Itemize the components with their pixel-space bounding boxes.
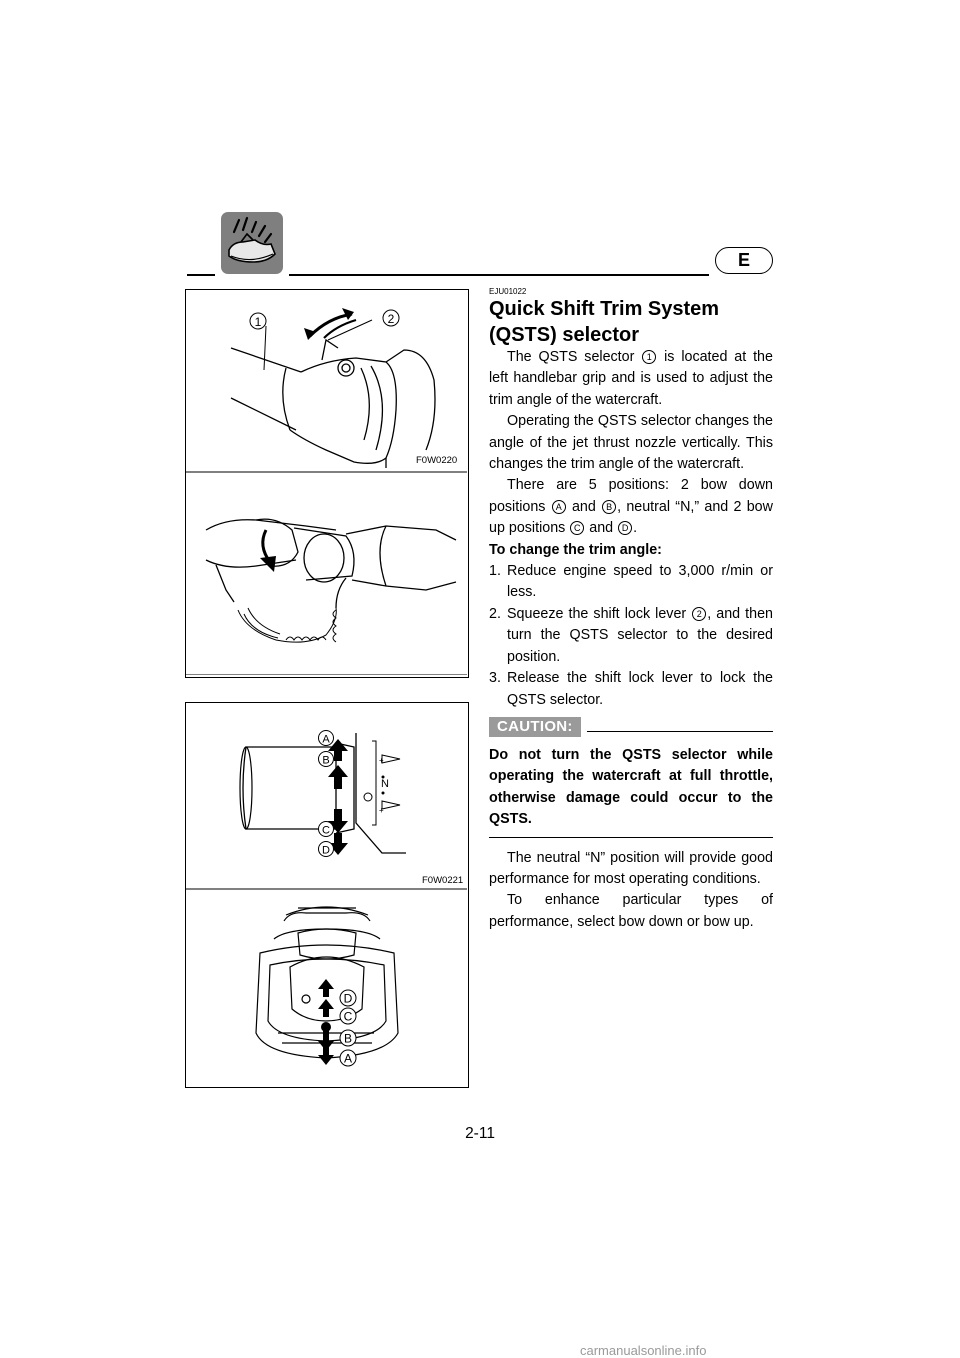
- ref-D: D: [618, 521, 633, 536]
- jet-ski-spray-icon: [228, 216, 276, 263]
- step-1: 1.Reduce engine speed to 3,000 r/min or …: [489, 563, 773, 601]
- caution-rule: [586, 731, 773, 733]
- position-C: C: [322, 825, 330, 837]
- steps-list: 1.Reduce engine speed to 3,000 r/min or …: [489, 561, 773, 711]
- doc-code: EJU01022: [489, 287, 527, 296]
- paragraph-2: Operating the QSTS selector changes the …: [489, 413, 773, 473]
- caution-end-rule: [489, 836, 773, 838]
- caution-badge: CAUTION:: [489, 716, 581, 737]
- position-B: B: [322, 755, 329, 767]
- caution-header: CAUTION:: [489, 716, 773, 737]
- callout-2: 2: [388, 312, 395, 326]
- figure-code-2: F0W0221: [422, 875, 463, 886]
- header-rule-left: [187, 274, 215, 276]
- paragraph-3: There are 5 positions: 2 bow down positi…: [489, 477, 773, 537]
- ref-2: 2: [692, 606, 707, 621]
- boat-position-C: C: [344, 1010, 353, 1024]
- paragraph-1: The QSTS selector 1 is located at the le…: [489, 349, 773, 408]
- figure-box-top: 1 2 F0W0220: [185, 289, 469, 678]
- boat-position-A: A: [344, 1052, 352, 1066]
- step-2: 2.Squeeze the shift lock lever 2, and th…: [489, 605, 773, 665]
- boat-position-B: B: [344, 1032, 352, 1046]
- paragraph-4: The neutral “N” position will provide go…: [489, 849, 773, 887]
- page-number: 2-11: [465, 1125, 495, 1142]
- position-A: A: [322, 734, 330, 746]
- header-rule-mid: [289, 274, 709, 276]
- watermark: carmanualsonline.info: [580, 1343, 707, 1358]
- steps-heading: To change the trim angle:: [489, 541, 662, 558]
- figure-code-1: F0W0220: [416, 455, 457, 466]
- neutral-label: N: [381, 778, 389, 790]
- section-title: Quick Shift Trim System (QSTS) selector: [489, 298, 720, 346]
- figure-trim-positions: + + N A B C D F0W0221: [186, 730, 467, 1067]
- position-D: D: [322, 845, 330, 857]
- body-column: The QSTS selector 1 is located at the le…: [489, 347, 773, 933]
- section-icon: [221, 212, 283, 274]
- paragraph-5: To enhance particular types of performan…: [489, 892, 773, 930]
- ref-C: C: [570, 521, 585, 536]
- ref-A: A: [551, 499, 566, 514]
- figure-handlebar-grip: 1 2 F0W0220: [186, 308, 467, 675]
- step-3: 3.Release the shift lock lever to lock t…: [489, 670, 773, 708]
- boat-position-D: D: [344, 992, 353, 1006]
- caution-text: Do not turn the QSTS selector while oper…: [489, 746, 773, 828]
- ref-1: 1: [642, 350, 657, 364]
- ref-B: B: [602, 499, 617, 514]
- svg-text:+: +: [379, 806, 384, 815]
- language-badge: E: [715, 247, 773, 274]
- callout-1: 1: [255, 315, 262, 329]
- figure-box-bottom: + + N A B C D F0W0221: [185, 702, 469, 1088]
